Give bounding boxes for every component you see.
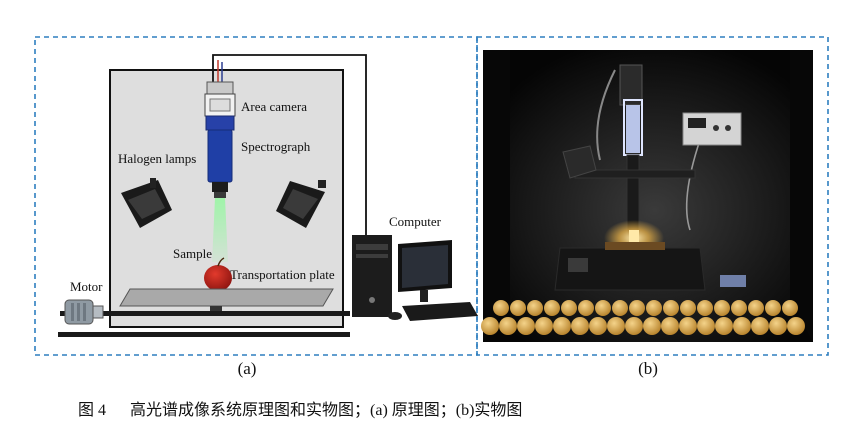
photo-apple <box>578 300 594 316</box>
photo-apple <box>571 317 589 335</box>
photo-apple <box>661 317 679 335</box>
photo-apple <box>714 300 730 316</box>
photo-apple <box>697 300 713 316</box>
panel-b-frame <box>476 36 829 356</box>
schematic-diagram: Area camera Spectrograph Halogen lamps S… <box>58 54 478 337</box>
system-photo <box>481 50 813 342</box>
photo-controller <box>682 112 742 146</box>
photo-apple <box>517 317 535 335</box>
motor <box>64 299 104 325</box>
data-cable <box>212 54 367 250</box>
caption-text: 高光谱成像系统原理图和实物图；(a) 原理图；(b)实物图 <box>130 402 523 419</box>
photo-apple <box>527 300 543 316</box>
photo-apple <box>493 300 509 316</box>
photo-apple <box>612 300 628 316</box>
photo-apple <box>663 300 679 316</box>
photo-apple <box>625 317 643 335</box>
photo-apple <box>589 317 607 335</box>
halogen-lamp-left <box>121 178 172 228</box>
panel-a-frame <box>34 36 478 356</box>
photo-apple <box>535 317 553 335</box>
photo-apple <box>481 317 499 335</box>
photo-apple <box>733 317 751 335</box>
panel-b-label: (b) <box>638 359 658 378</box>
label-spectrograph: Spectrograph <box>241 139 311 154</box>
spectrograph <box>205 115 235 198</box>
base <box>58 332 350 337</box>
photo-apple <box>782 300 798 316</box>
panel-a-label: (a) <box>238 359 257 378</box>
photo-apples <box>481 300 805 335</box>
label-halogen-lamps: Halogen lamps <box>118 151 196 166</box>
photo-apple <box>715 317 733 335</box>
figure-caption: 图 4 高光谱成像系统原理图和实物图；(a) 原理图；(b)实物图 <box>78 396 522 420</box>
photo-apple <box>510 300 526 316</box>
photo-apple <box>679 317 697 335</box>
label-area-camera: Area camera <box>241 99 307 114</box>
figure-number: 图 4 <box>78 402 107 419</box>
photo-apple <box>787 317 805 335</box>
photo-apple <box>499 317 517 335</box>
halogen-lamp-right <box>276 180 326 228</box>
photo-apple <box>607 317 625 335</box>
photo-apple <box>751 317 769 335</box>
photo-apple <box>561 300 577 316</box>
photo-apple <box>629 300 645 316</box>
area-camera <box>204 81 236 117</box>
photo-apple <box>553 317 571 335</box>
label-motor: Motor <box>70 279 103 294</box>
photo-apple <box>544 300 560 316</box>
label-computer: Computer <box>389 214 442 229</box>
photo-apple <box>731 300 747 316</box>
photo-apple <box>748 300 764 316</box>
photo-apple <box>646 300 662 316</box>
photo-apple <box>765 300 781 316</box>
photo-apple <box>643 317 661 335</box>
photo-apple <box>680 300 696 316</box>
transportation-plate <box>119 288 334 307</box>
sample-apple <box>204 257 232 291</box>
photo-apple <box>769 317 787 335</box>
label-transportation-plate: Transportation plate <box>230 267 335 282</box>
imaging-beam <box>212 198 228 262</box>
photo-apple <box>595 300 611 316</box>
photo-apple <box>697 317 715 335</box>
label-sample: Sample <box>173 246 212 261</box>
rail <box>60 311 350 316</box>
computer <box>352 235 478 321</box>
